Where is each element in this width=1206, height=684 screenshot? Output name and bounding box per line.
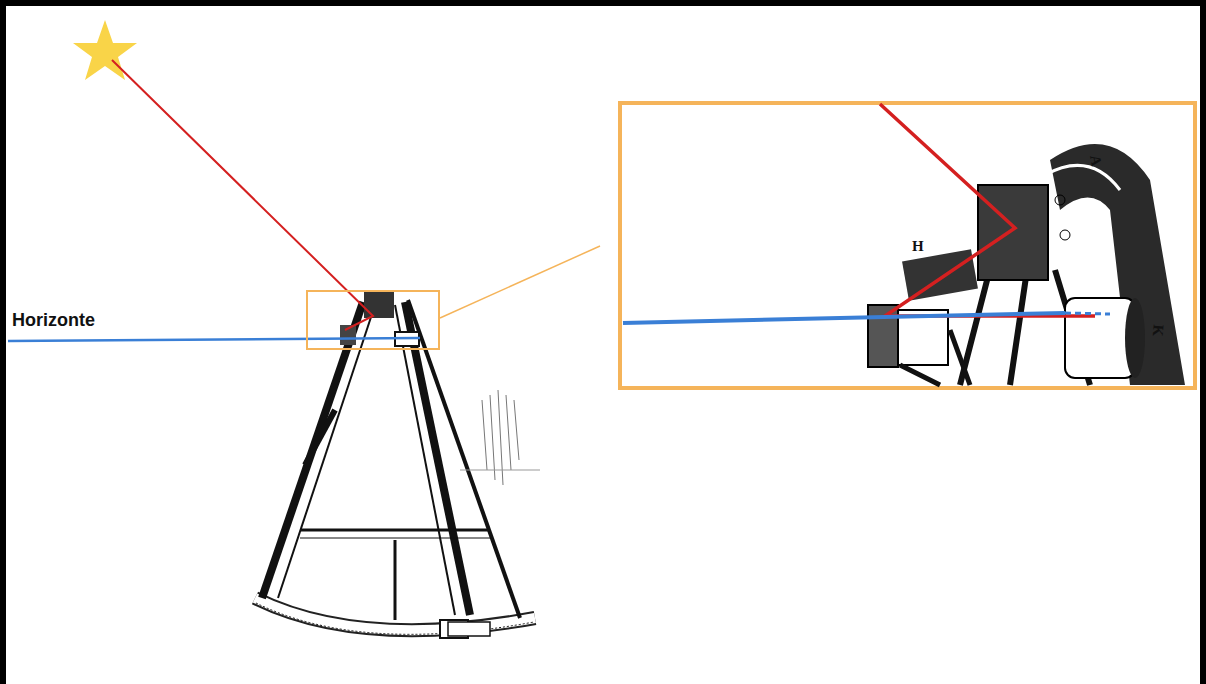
part-letter: H	[912, 238, 924, 255]
horizon-label: Horizonte	[12, 310, 95, 331]
part-letter: K	[1149, 324, 1167, 337]
